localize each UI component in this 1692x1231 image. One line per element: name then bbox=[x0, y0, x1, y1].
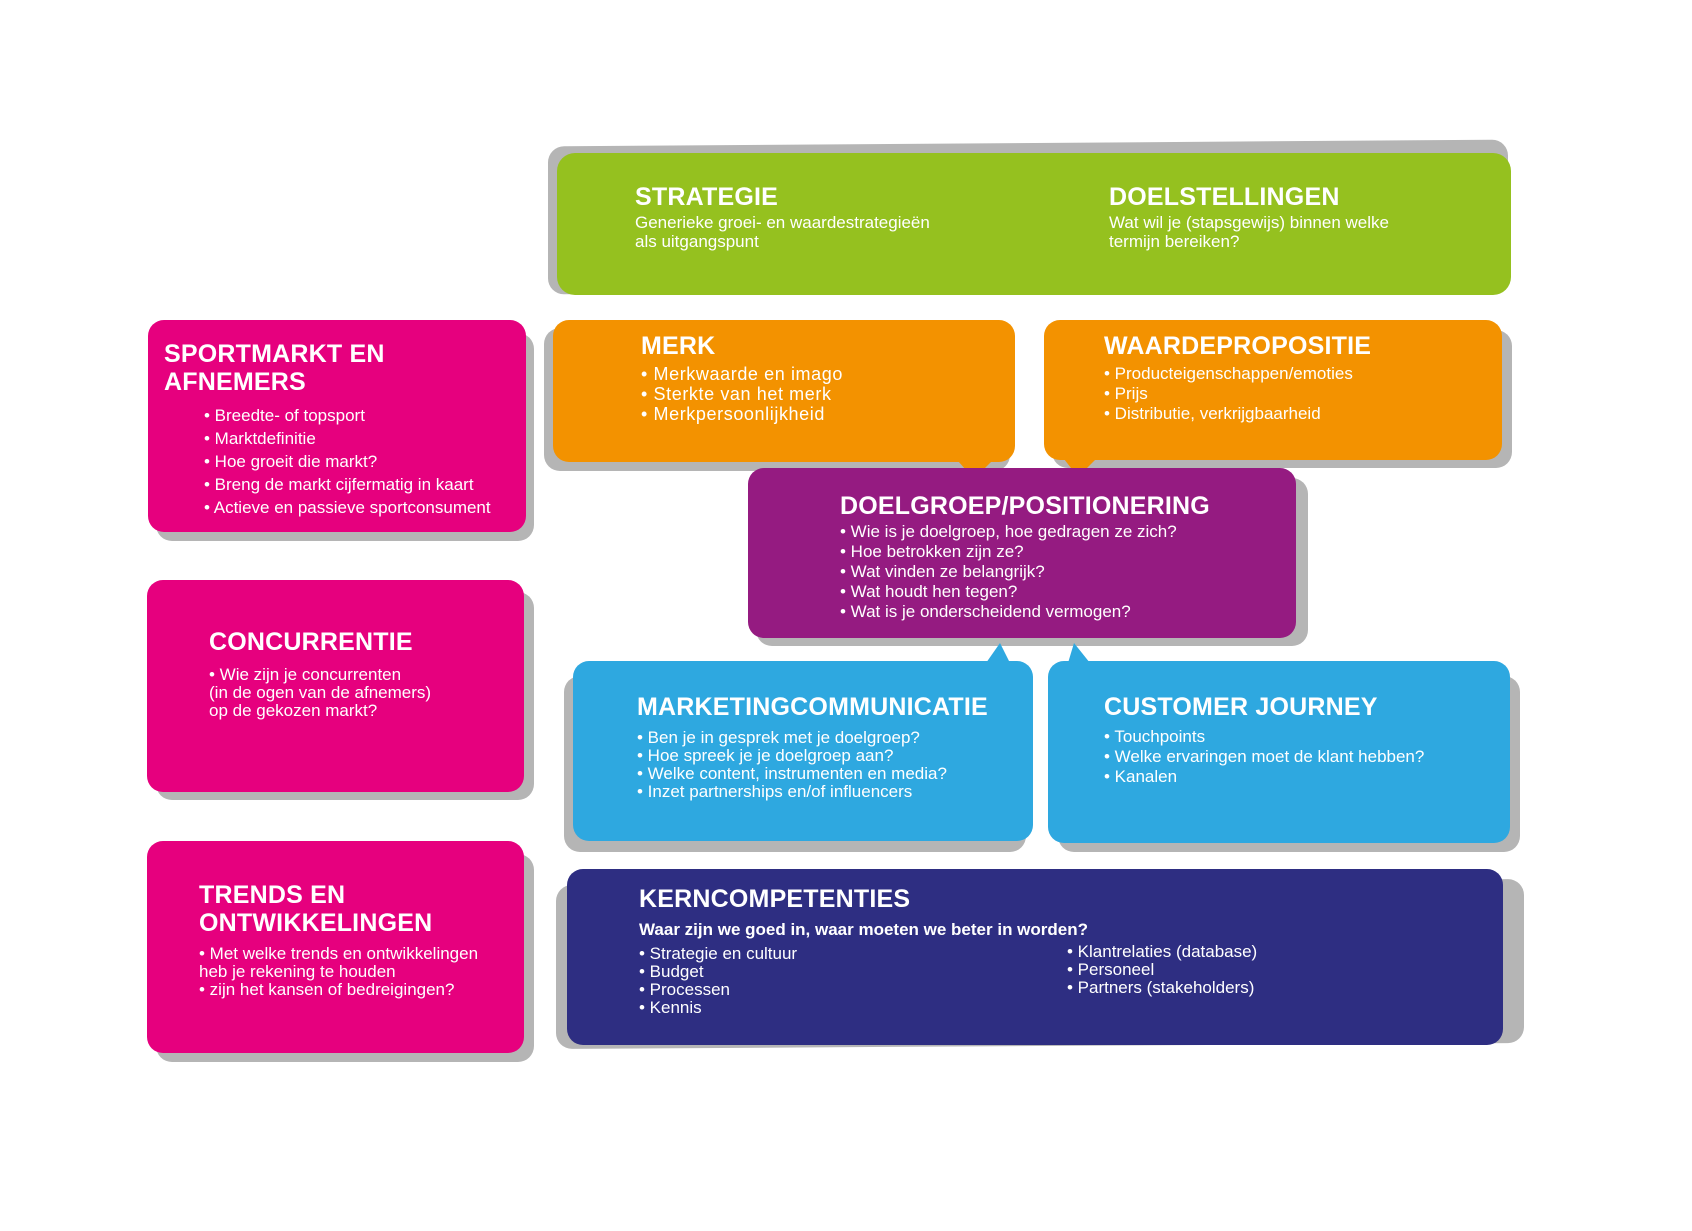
doelgroep-title: DOELGROEP/POSITIONERING bbox=[840, 492, 1210, 520]
strategie-title: STRATEGIE bbox=[635, 183, 779, 211]
kerncompetenties-subtitle: Waar zijn we goed in, waar moeten we bet… bbox=[639, 920, 1089, 939]
list-item: • Merkpersoonlijkheid bbox=[641, 404, 825, 424]
merk-list: • Merkwaarde en imago • Sterkte van het … bbox=[641, 364, 1015, 424]
kerncompetenties-box: KERNCOMPETENTIES Waar zijn we goed in, w… bbox=[567, 869, 1503, 1045]
list-item: • Klantrelaties (database) bbox=[1067, 942, 1258, 961]
list-item: • Welke content, instrumenten en media? bbox=[637, 764, 947, 783]
list-item: • Kanalen bbox=[1104, 767, 1178, 786]
list-item: • Touchpoints bbox=[1104, 727, 1206, 746]
list-item: • Hoe groeit die markt? bbox=[204, 452, 378, 471]
list-item: • Hoe spreek je je doelgroep aan? bbox=[637, 746, 894, 765]
doelgroep-box: DOELGROEP/POSITIONERING • Wie is je doel… bbox=[748, 468, 1296, 638]
list-item: • Inzet partnerships en/of influencers bbox=[637, 782, 913, 801]
list-item: • Wie zijn je concurrenten (in de ogen v… bbox=[209, 665, 432, 720]
kerncompetenties-list-right: • Klantrelaties (database) • Personeel •… bbox=[1067, 943, 1257, 997]
list-item: • Hoe betrokken zijn ze? bbox=[840, 542, 1024, 561]
list-item: • Merkwaarde en imago bbox=[641, 364, 843, 384]
sportmarkt-list: • Breedte- of topsport • Marktdefinitie … bbox=[204, 404, 526, 519]
doelstellingen-desc: Wat wil je (stapsgewijs) binnen welke te… bbox=[1109, 213, 1389, 251]
trends-list: • Met welke trends en ontwikkelingen heb… bbox=[199, 945, 524, 999]
doelgroep-list: • Wie is je doelgroep, hoe gedragen ze z… bbox=[840, 522, 1296, 622]
list-item: • Distributie, verkrijgbaarheid bbox=[1104, 404, 1321, 423]
marketingcommunicatie-list: • Ben je in gesprek met je doelgroep? • … bbox=[637, 729, 1033, 801]
list-item: • Wat houdt hen tegen? bbox=[840, 582, 1018, 601]
customer-journey-speech-tail bbox=[1068, 643, 1090, 663]
list-item: • zijn het kansen of bedreigingen? bbox=[199, 980, 455, 999]
list-item: • Wat vinden ze belangrijk? bbox=[840, 562, 1045, 581]
concurrentie-list: • Wie zijn je concurrenten (in de ogen v… bbox=[209, 666, 524, 720]
customer-journey-list: • Touchpoints • Welke ervaringen moet de… bbox=[1104, 727, 1510, 787]
concurrentie-box: CONCURRENTIE • Wie zijn je concurrenten … bbox=[147, 580, 524, 792]
list-item: • Producteigenschappen/emoties bbox=[1104, 364, 1353, 383]
list-item: • Welke ervaringen moet de klant hebben? bbox=[1104, 747, 1425, 766]
concurrentie-title: CONCURRENTIE bbox=[209, 628, 413, 656]
marketingcommunicatie-box: MARKETINGCOMMUNICATIE • Ben je in gespre… bbox=[573, 661, 1033, 841]
customer-journey-title: CUSTOMER JOURNEY bbox=[1104, 693, 1378, 721]
list-item: • Strategie en cultuur bbox=[639, 944, 798, 963]
list-item: • Kennis bbox=[639, 998, 702, 1017]
list-item: • Ben je in gesprek met je doelgroep? bbox=[637, 728, 920, 747]
strategie-desc: Generieke groei- en waardestrategieën al… bbox=[635, 213, 930, 251]
marketingcommunicatie-speech-tail bbox=[986, 643, 1010, 663]
list-item: • Sterkte van het merk bbox=[641, 384, 832, 404]
list-item: • Prijs bbox=[1104, 384, 1148, 403]
customer-journey-box: CUSTOMER JOURNEY • Touchpoints • Welke e… bbox=[1048, 661, 1510, 843]
kerncompetenties-list-left: • Strategie en cultuur • Budget • Proces… bbox=[639, 945, 1503, 1017]
marketingcommunicatie-title: MARKETINGCOMMUNICATIE bbox=[637, 693, 988, 721]
list-item: • Actieve en passieve sportconsument bbox=[204, 498, 491, 517]
list-item: • Wie is je doelgroep, hoe gedragen ze z… bbox=[840, 522, 1177, 541]
doelstellingen-title: DOELSTELLINGEN bbox=[1109, 183, 1340, 211]
merk-title: MERK bbox=[641, 332, 716, 360]
waardepropositie-list: • Producteigenschappen/emoties • Prijs •… bbox=[1104, 364, 1502, 424]
sportmarkt-box: SPORTMARKT EN AFNEMERS • Breedte- of top… bbox=[148, 320, 526, 532]
list-item: • Breedte- of topsport bbox=[204, 406, 365, 425]
list-item: • Wat is je onderscheidend vermogen? bbox=[840, 602, 1131, 621]
doelstellingen-block: DOELSTELLINGEN Wat wil je (stapsgewijs) … bbox=[1109, 183, 1489, 251]
kerncompetenties-title: KERNCOMPETENTIES bbox=[639, 885, 911, 913]
trends-box: TRENDS EN ONTWIKKELINGEN • Met welke tre… bbox=[147, 841, 524, 1053]
waardepropositie-title: WAARDEPROPOSITIE bbox=[1104, 332, 1372, 360]
list-item: • Met welke trends en ontwikkelingen heb… bbox=[199, 944, 479, 981]
list-item: • Personeel bbox=[1067, 960, 1155, 979]
list-item: • Marktdefinitie bbox=[204, 429, 316, 448]
list-item: • Processen bbox=[639, 980, 730, 999]
strategie-block: STRATEGIE Generieke groei- en waardestra… bbox=[635, 183, 1015, 251]
trends-title: TRENDS EN ONTWIKKELINGEN bbox=[199, 881, 433, 937]
merk-box: MERK • Merkwaarde en imago • Sterkte van… bbox=[553, 320, 1015, 462]
list-item: • Budget bbox=[639, 962, 704, 981]
list-item: • Breng de markt cijfermatig in kaart bbox=[204, 475, 474, 494]
waardepropositie-box: WAARDEPROPOSITIE • Producteigenschappen/… bbox=[1044, 320, 1502, 460]
list-item: • Partners (stakeholders) bbox=[1067, 978, 1255, 997]
strategie-doelstellingen-box: STRATEGIE Generieke groei- en waardestra… bbox=[557, 153, 1511, 295]
sportmarkt-title: SPORTMARKT EN AFNEMERS bbox=[164, 340, 385, 396]
